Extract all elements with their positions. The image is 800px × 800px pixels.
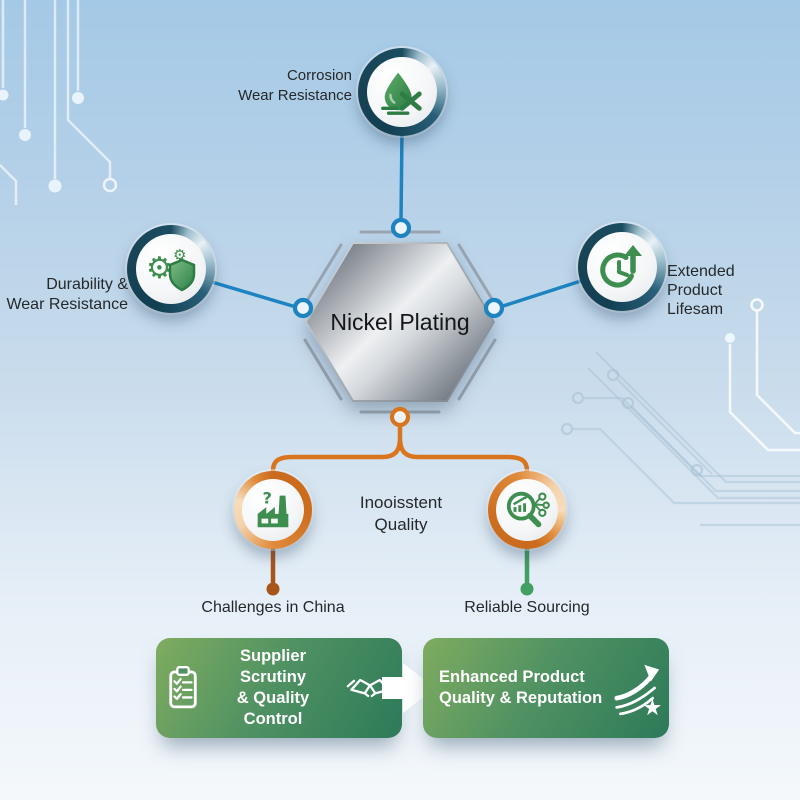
anchor-ring-top xyxy=(390,217,412,239)
right-block-arrow-icon xyxy=(382,663,435,713)
label-challenges-in-china: Challenges in China xyxy=(201,599,345,616)
banner-step-enhanced-quality: Enhanced Product Quality & Reputation ★ xyxy=(423,638,669,738)
no-corrosion-droplet-icon xyxy=(381,72,422,115)
clock-arrow-up-icon xyxy=(600,245,642,288)
challenge-node-sourcing xyxy=(479,462,575,558)
label-durability: Durability & Wear Resistance xyxy=(6,276,128,313)
magnifier-analysis-icon xyxy=(506,491,550,528)
banner-step2-text: Enhanced Product Quality & Reputation xyxy=(439,668,603,707)
factory-question-icon: ? xyxy=(257,488,289,528)
svg-text:?: ? xyxy=(262,488,271,507)
growth-arrow-star-icon: ★ xyxy=(614,664,661,717)
anchor-ring-bottom xyxy=(389,406,411,428)
banner-step1-text: Supplier Scrutiny & Quality Control xyxy=(236,647,310,728)
label-reliable-sourcing: Reliable Sourcing xyxy=(464,599,590,616)
svg-text:⚙: ⚙ xyxy=(146,251,173,286)
benefit-node-lifespan xyxy=(578,223,666,311)
blue-link-top xyxy=(399,128,404,222)
clipboard-checklist-icon xyxy=(169,666,197,709)
blue-link-left xyxy=(203,278,298,309)
benefit-node-durability: ⚙ ⚙ xyxy=(127,225,215,313)
gears-shield-icon: ⚙ ⚙ xyxy=(146,246,196,292)
brown-stem-dot xyxy=(266,582,280,596)
blue-link-right xyxy=(498,277,589,309)
benefit-node-corrosion xyxy=(358,48,446,136)
orange-branch-connector xyxy=(270,423,530,474)
challenge-node-china: ? xyxy=(234,471,312,549)
svg-text:★: ★ xyxy=(643,695,661,717)
hexagon-center: Nickel Plating xyxy=(305,242,495,402)
label-extended-lifespan: Extended Product Lifesam xyxy=(667,263,735,318)
label-corrosion: Corrosion Wear Resistance xyxy=(238,67,352,104)
center-title: Nickel Plating xyxy=(330,308,470,335)
label-inconsistent-quality: Inooisstent Quality xyxy=(359,493,443,534)
banner-step-supplier-scrutiny: Supplier Scrutiny & Quality Control xyxy=(156,638,402,738)
green-stem-dot xyxy=(520,582,534,596)
